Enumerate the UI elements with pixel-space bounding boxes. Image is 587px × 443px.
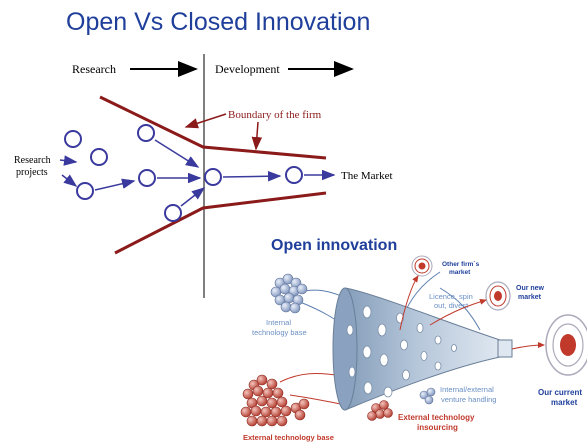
new-market-label-line2: market	[518, 294, 542, 301]
research-projects-label-line2: projects	[16, 167, 48, 178]
project-circle	[285, 166, 303, 184]
research-phase-label: Research	[72, 62, 116, 76]
new-market-target-icon	[485, 281, 511, 311]
project-circle	[138, 169, 156, 187]
project-circle	[76, 182, 94, 200]
licence-label-line2: out, divest	[434, 301, 469, 310]
other-firms-market-label-line1: Other firm`s	[442, 261, 480, 268]
flow-arrow	[222, 170, 282, 182]
firm-boundary-top	[99, 95, 327, 160]
external-technology-base-balls	[240, 374, 310, 427]
current-market-label-line1: Our current	[538, 388, 582, 397]
current-market-label-line2: market	[551, 398, 578, 407]
funnel-mouth	[332, 287, 358, 411]
venture-balls	[419, 387, 436, 405]
other-firms-market-target-icon	[411, 255, 433, 277]
insourcing-balls	[367, 400, 393, 421]
development-phase-label: Development	[215, 62, 280, 76]
projects-arrow-2	[61, 174, 78, 187]
closed-innovation-diagram: Research Development Boundary of the fir…	[14, 54, 393, 298]
research-projects-label-line1: Research	[14, 155, 51, 166]
licence-label-line1: Licence, spin	[429, 292, 473, 301]
internal-technology-base-label-line1: Internal	[266, 318, 291, 327]
external-technology-base-label: External technology base	[243, 433, 334, 442]
external-insourcing-label-line2: insourcing	[417, 423, 458, 432]
internal-technology-base-label-line2: technology base	[252, 328, 307, 337]
flow-arrow	[180, 187, 206, 207]
new-market-label-line1: Our new	[516, 285, 545, 292]
page-title: Open Vs Closed Innovation	[66, 8, 371, 36]
flow-to-current-market	[511, 342, 545, 350]
venture-handling-label-line1: Internal/external	[440, 385, 494, 394]
open-innovation-diagram: Open innovation	[240, 237, 587, 442]
boundary-pointer-left	[184, 113, 227, 129]
projects-arrow-1	[59, 155, 78, 166]
connector-line	[439, 287, 481, 331]
project-circle	[164, 204, 182, 222]
internal-technology-base-balls	[270, 273, 308, 314]
boundary-label: Boundary of the firm	[228, 109, 322, 121]
connector-line	[279, 373, 343, 383]
market-label: The Market	[341, 170, 393, 182]
open-innovation-heading: Open innovation	[271, 237, 397, 254]
project-circle	[90, 148, 108, 166]
flow-to-other-firms	[399, 275, 419, 331]
boundary-pointer-down	[251, 121, 263, 151]
project-circle	[204, 168, 222, 186]
flow-arrow	[94, 178, 136, 191]
flow-to-new-market	[429, 298, 487, 326]
flow-arrow	[154, 139, 200, 168]
funnel-holes	[346, 305, 457, 398]
firm-boundary-bottom	[114, 191, 327, 255]
other-firms-market-label-line2: market	[449, 269, 471, 276]
current-market-target-icon	[545, 314, 587, 376]
project-circle	[64, 130, 82, 148]
funnel-spout	[497, 339, 513, 358]
external-insourcing-label-line1: External technology	[398, 413, 475, 422]
project-circle	[137, 124, 155, 142]
venture-handling-label-line2: venture handling	[441, 395, 496, 404]
